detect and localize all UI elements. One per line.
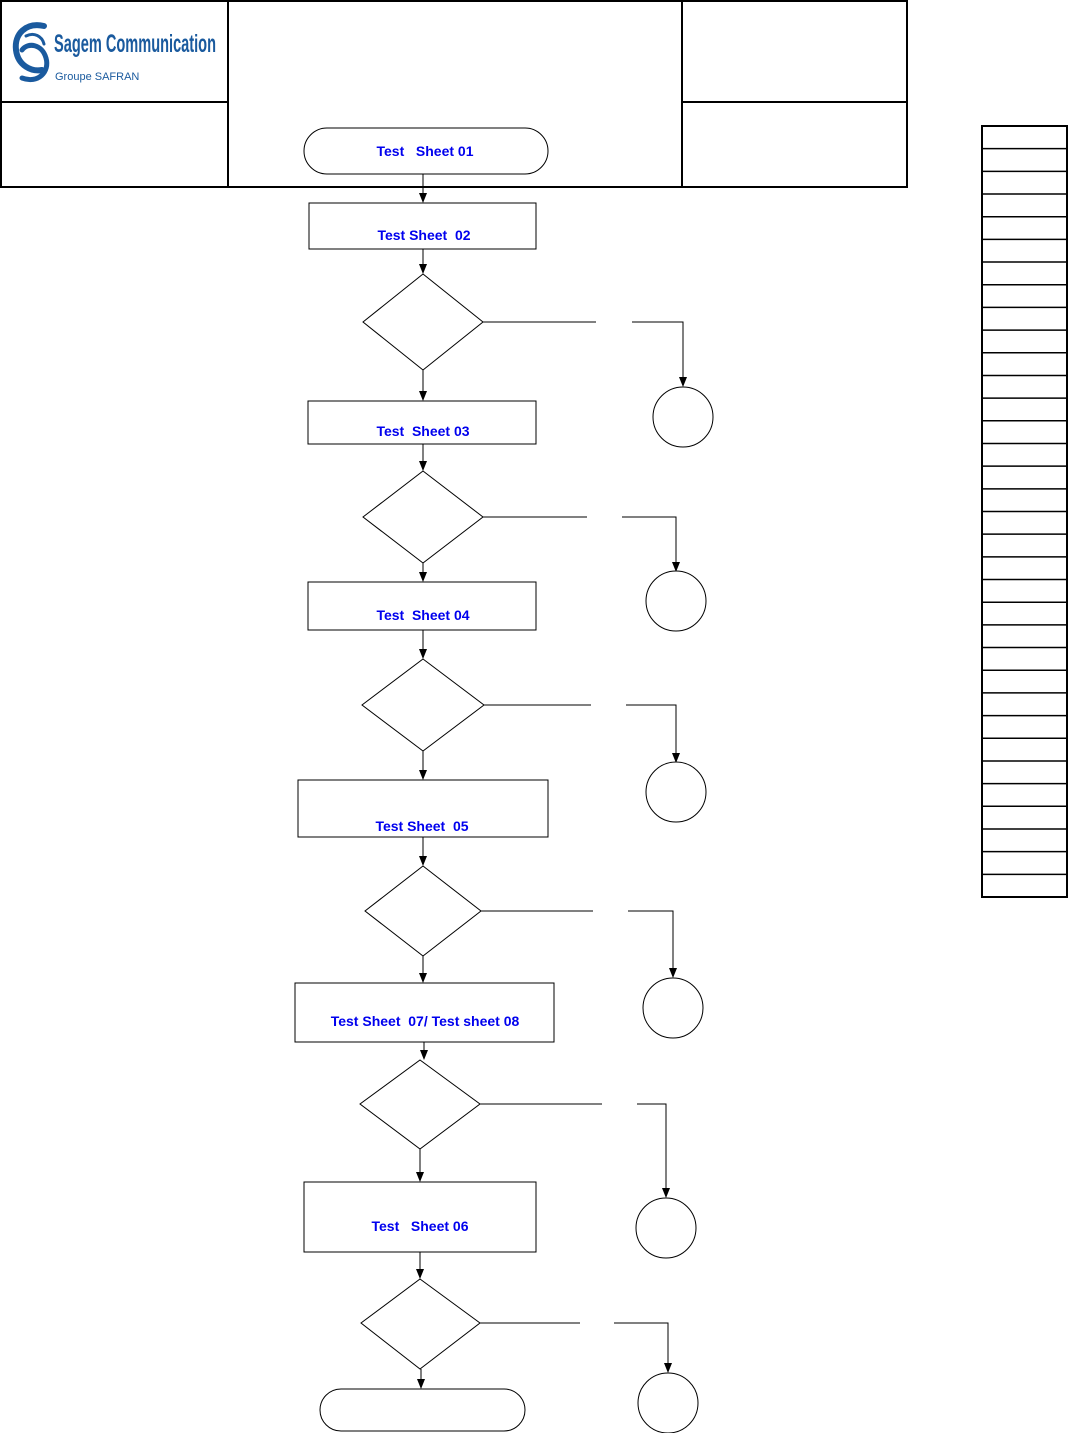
process-step: Test Sheet 05 <box>297 779 549 838</box>
process-label: Test Sheet 02 <box>377 227 470 243</box>
offpage-connectors <box>635 386 714 1433</box>
connector-circle <box>642 977 704 1039</box>
start-label: Test Sheet 01 <box>376 143 473 159</box>
branch-arrow <box>628 910 677 978</box>
process-step: Test Sheet 07/ Test sheet 08 <box>294 982 555 1043</box>
process-box <box>307 581 537 631</box>
branch-arrow <box>637 1103 670 1198</box>
branch-arrow <box>614 1322 672 1373</box>
decision-diamond <box>361 658 485 752</box>
process-step: Test Sheet 06 <box>303 1181 537 1253</box>
connector-circle <box>635 1197 697 1259</box>
start-terminator-shape <box>303 127 549 175</box>
process-label: Test Sheet 04 <box>376 607 469 623</box>
logo-company-name: Sagem Communication <box>54 30 216 58</box>
decision-diamond <box>364 865 482 957</box>
company-logo: Sagem Communication Groupe SAFRAN <box>12 22 216 83</box>
process-label: Test Sheet 07/ Test sheet 08 <box>331 1013 520 1029</box>
process-box <box>308 202 537 250</box>
process-box <box>303 1181 537 1253</box>
decision-diamond <box>362 273 484 371</box>
process-box <box>294 982 555 1043</box>
logo-swirl-icon <box>12 22 50 82</box>
decision-diamonds <box>359 273 485 1370</box>
connector-circle <box>645 570 707 632</box>
connector-circle <box>652 386 714 448</box>
decision-diamond <box>359 1059 481 1150</box>
connector-circle <box>637 1372 699 1433</box>
connector-circle <box>645 761 707 823</box>
process-box <box>297 779 549 838</box>
header-frame <box>0 0 908 188</box>
process-label: Test Sheet 06 <box>371 1218 468 1234</box>
header-border <box>0 0 908 188</box>
decision-diamond <box>362 470 484 564</box>
end-terminator <box>319 1388 526 1432</box>
process-label: Test Sheet 05 <box>375 818 468 834</box>
end-terminator-shape <box>319 1388 526 1432</box>
logo-group-name: Groupe SAFRAN <box>55 71 139 83</box>
process-step: Test Sheet 03 <box>307 400 537 445</box>
branch-arrow <box>626 704 680 763</box>
branch-arrow <box>632 321 687 387</box>
process-label: Test Sheet 03 <box>376 423 469 439</box>
side-table <box>981 125 1068 898</box>
main-connectors <box>416 174 428 1389</box>
start-terminator: Test Sheet 01 <box>303 127 549 175</box>
process-step: Test Sheet 04 <box>307 581 537 631</box>
process-step: Test Sheet 02 <box>308 202 537 250</box>
branch-arrow <box>622 516 680 572</box>
branch-connectors <box>480 321 687 1373</box>
process-box <box>307 400 537 445</box>
decision-diamond <box>360 1278 481 1370</box>
